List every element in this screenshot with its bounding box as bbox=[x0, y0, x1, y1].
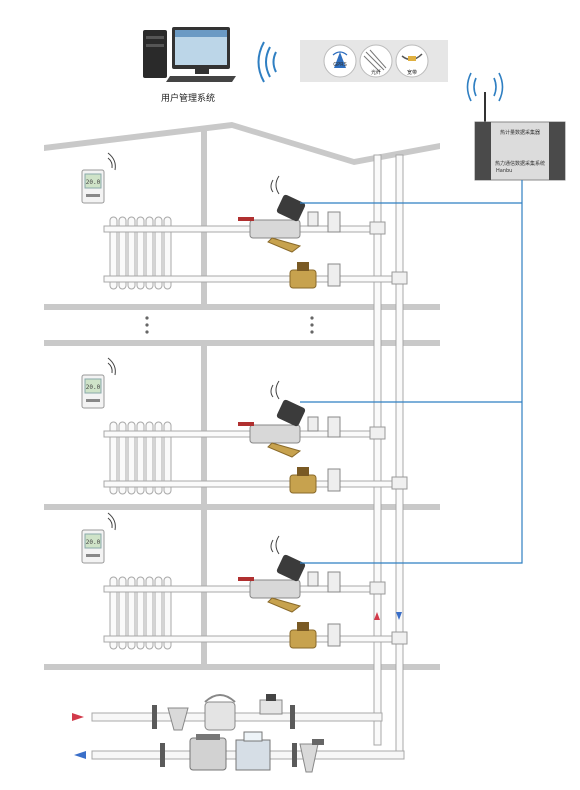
thermostat-icon: 20.0 bbox=[81, 169, 105, 204]
svg-text:宽带: 宽带 bbox=[407, 69, 417, 76]
flow-meter-icon bbox=[235, 731, 271, 771]
floor-middle: 20.0 bbox=[81, 357, 408, 495]
computer-icon bbox=[143, 27, 236, 82]
radiator-icon bbox=[109, 216, 172, 290]
wifi-icon bbox=[270, 175, 280, 195]
wifi-icon bbox=[270, 380, 280, 400]
thermostat-reading: 20.0 bbox=[86, 539, 101, 546]
thermostat-reading: 20.0 bbox=[86, 179, 101, 186]
svg-text:Hanbu: Hanbu bbox=[496, 168, 512, 174]
floor-top: 20.0 bbox=[81, 152, 408, 290]
gprs-icon: GPRS bbox=[323, 44, 357, 78]
riser-arrows bbox=[374, 612, 402, 620]
balancing-valve-icon bbox=[238, 175, 341, 253]
floor-bottom: 20.0 bbox=[81, 512, 408, 650]
svg-text:光纤: 光纤 bbox=[371, 69, 381, 76]
balancing-valve-icon bbox=[238, 380, 341, 458]
svg-text:热计量数据采集器: 热计量数据采集器 bbox=[500, 129, 540, 136]
data-collector-box: 热计量数据采集器 Hanbu 热力通信数据采集系统 bbox=[474, 121, 566, 181]
wifi-icon bbox=[257, 41, 277, 83]
thermostat-reading: 20.0 bbox=[86, 384, 101, 391]
radiator-icon bbox=[109, 576, 172, 650]
antenna-icon bbox=[466, 72, 504, 125]
fiber-icon: 光纤 bbox=[359, 44, 393, 78]
wifi-icon bbox=[270, 535, 280, 555]
balancing-valve-icon bbox=[238, 535, 341, 613]
brass-valve-icon bbox=[289, 467, 341, 494]
return-arrow bbox=[74, 751, 86, 759]
supply-arrow bbox=[72, 713, 84, 721]
wifi-icon bbox=[107, 152, 116, 171]
signal-lines bbox=[300, 180, 523, 564]
svg-text:热力通信数据采集系统: 热力通信数据采集系统 bbox=[495, 160, 545, 167]
broadband-icon: 宽带 bbox=[395, 44, 429, 78]
ellipsis-dots bbox=[145, 316, 314, 334]
brass-valve-icon bbox=[289, 622, 341, 649]
radiator-icon bbox=[109, 421, 172, 495]
system-caption: 用户管理系统 bbox=[161, 92, 215, 104]
brass-valve-icon bbox=[289, 262, 341, 289]
wifi-icon bbox=[107, 512, 116, 531]
network-panel: GPRS 光纤 宽带 bbox=[300, 40, 448, 82]
thermostat-icon: 20.0 bbox=[81, 529, 105, 564]
thermostat-icon: 20.0 bbox=[81, 374, 105, 409]
svg-text:GPRS: GPRS bbox=[333, 62, 347, 68]
heat-station bbox=[72, 694, 405, 773]
wifi-icon bbox=[107, 357, 116, 376]
